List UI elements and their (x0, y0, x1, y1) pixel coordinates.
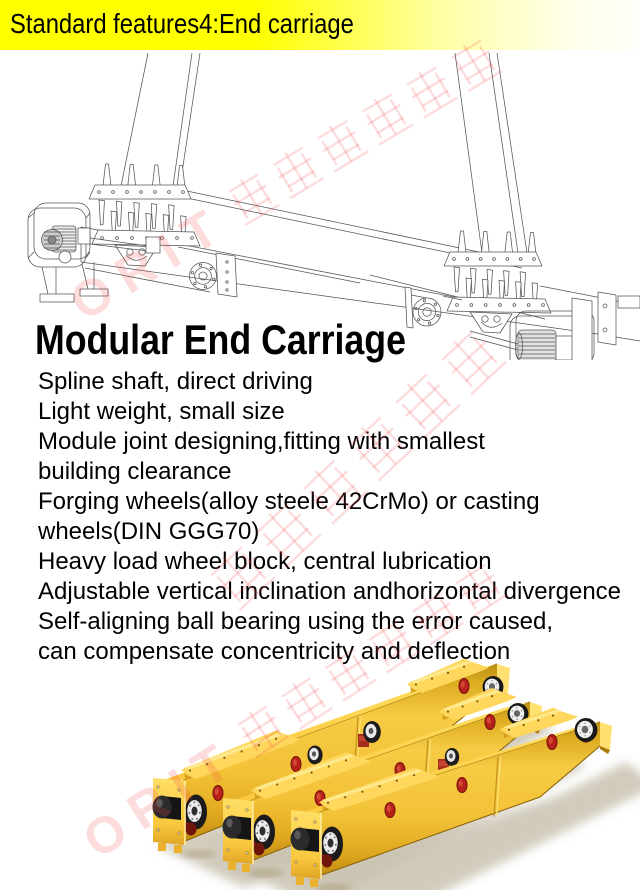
svg-text:ORIT: ORIT (60, 193, 238, 331)
svg-text:ORIT: ORIT (73, 727, 250, 869)
